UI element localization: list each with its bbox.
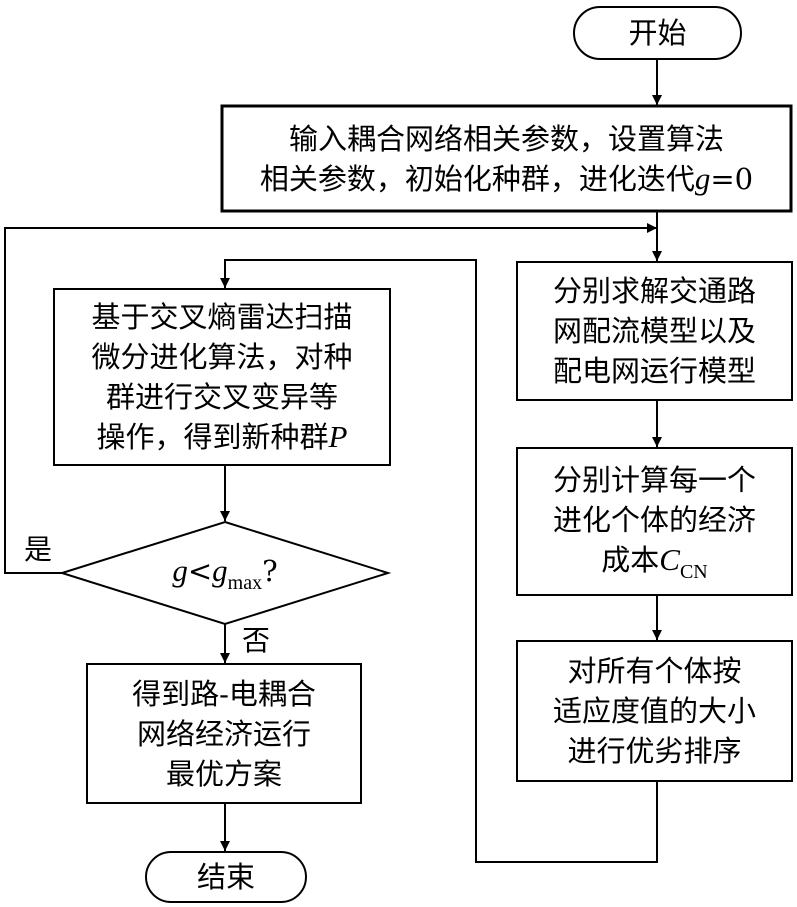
evolve-line-2: 微分进化算法，对种 <box>91 340 353 374</box>
calc-line-1: 分别计算每一个 <box>552 462 756 497</box>
sort-line-3: 进行优劣排序 <box>567 734 742 768</box>
sort-label: 对所有个体按 适应度值的大小 进行优劣排序 <box>517 641 792 781</box>
end-text: 结束 <box>196 860 255 894</box>
sort-line-1: 对所有个体按 <box>567 654 742 688</box>
result-line-2: 网络经济运行 <box>136 716 311 751</box>
edge-sort-to-evolve <box>220 259 658 863</box>
solve-label: 分别求解交通路 网配流模型以及 配电网运行模型 <box>517 262 792 400</box>
end-label: 结束 <box>146 852 306 902</box>
solve-line-2: 网配流模型以及 <box>552 314 756 348</box>
input-line-1: 输入耦合网络相关参数，设置算法 <box>288 121 724 156</box>
end-terminal <box>145 851 307 903</box>
evolve-line-4: 操作，得到新种群P <box>96 419 348 454</box>
calc-line-3: 成本CCN <box>601 541 708 583</box>
start-label: 开始 <box>574 7 741 59</box>
result-line-1: 得到路-电耦合 <box>132 676 316 711</box>
calc-box <box>516 447 793 596</box>
evolve-line-1: 基于交叉熵雷达扫描 <box>91 300 353 334</box>
solve-box <box>516 261 793 401</box>
start-text: 开始 <box>628 16 687 50</box>
solve-line-3: 配电网运行模型 <box>552 354 756 388</box>
calc-label: 分别计算每一个 进化个体的经济 成本CCN <box>517 448 792 595</box>
evolve-line-3: 群进行交叉变异等 <box>105 380 338 414</box>
evolve-label: 基于交叉熵雷达扫描 微分进化算法，对种 群进行交叉变异等 操作，得到新种群P <box>54 289 390 465</box>
decision-condition: g<gmax? <box>172 553 278 594</box>
evolve-box <box>53 288 391 466</box>
result-line-3: 最优方案 <box>165 756 282 791</box>
solve-line-1: 分别求解交通路 <box>552 274 756 308</box>
edge-decision-yes-loop <box>4 223 657 574</box>
input-label: 输入耦合网络相关参数，设置算法 相关参数，初始化种群，进化迭代g=0 <box>222 106 791 211</box>
input-box <box>220 104 793 213</box>
input-line-2: 相关参数，初始化种群，进化迭代g=0 <box>259 160 754 196</box>
decision-label: g<gmax? <box>62 545 388 601</box>
result-label: 得到路-电耦合 网络经济运行 最优方案 <box>87 664 361 803</box>
edge-label-yes: 是 <box>24 533 53 566</box>
edge-label-no: 否 <box>242 624 271 657</box>
calc-line-2: 进化个体的经济 <box>552 502 756 537</box>
sort-box <box>516 640 793 782</box>
result-box <box>86 663 362 804</box>
sort-line-2: 适应度值的大小 <box>552 694 756 728</box>
